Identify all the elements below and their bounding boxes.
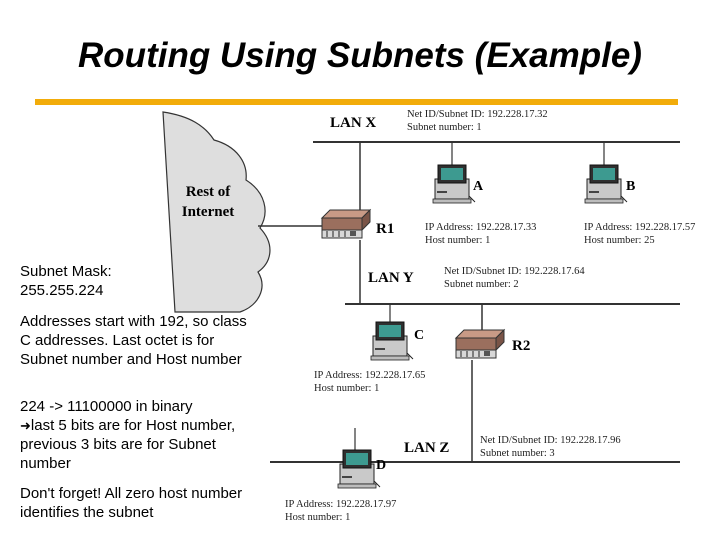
host-c-computer-icon	[370, 321, 414, 361]
zero-host-text: Don't forget! All zero host number ident…	[20, 485, 243, 521]
subnet-mask-value: 255.255.224	[20, 282, 104, 299]
lan-z-name: LAN Z	[404, 440, 449, 456]
right-arrow-icon: ➜	[20, 418, 31, 433]
lan-y-subnet-number: Subnet number: 2	[444, 279, 519, 290]
lan-x-subnet-number: Subnet number: 1	[407, 122, 482, 133]
subnet-mask-label: Subnet Mask:	[20, 263, 112, 280]
binary-line: 224 -> 11100000 in binary	[20, 398, 193, 415]
lan-x-net-id: Net ID/Subnet ID: 192.228.17.32	[407, 109, 548, 120]
router-r2-label: R2	[512, 338, 530, 354]
router-r2-icon	[455, 329, 505, 359]
lan-x-name: LAN X	[330, 115, 376, 131]
host-b-label: B	[626, 179, 635, 194]
router-r1-icon	[321, 209, 371, 239]
binary-note: 224 -> 11100000 in binary ➜last 5 bits a…	[20, 397, 255, 473]
class-c-note: Addresses start with 192, so class C add…	[20, 312, 255, 369]
title-underline	[35, 99, 678, 105]
internet-cloud	[162, 111, 271, 313]
host-d-computer-icon	[337, 449, 381, 489]
cloud-label-line1: Rest of	[186, 184, 232, 200]
cloud-label-line2: Internet	[182, 204, 235, 220]
lan-y-net-id: Net ID/Subnet ID: 192.228.17.64	[444, 266, 585, 277]
subnet-mask-note: Subnet Mask: 255.255.224	[20, 262, 255, 300]
class-c-text: Addresses start with 192, so class C add…	[20, 313, 247, 368]
host-b-ip: IP Address: 192.228.17.57	[584, 222, 695, 233]
binary-explanation: ➜last 5 bits are for Host number, previo…	[20, 416, 255, 473]
lan-y-name: LAN Y	[368, 270, 414, 286]
host-c-host-number: Host number: 1	[314, 383, 379, 394]
host-a-computer-icon	[432, 164, 476, 204]
lan-z-net-id: Net ID/Subnet ID: 192.228.17.96	[480, 435, 621, 446]
host-c-label: C	[414, 328, 424, 343]
host-c-ip: IP Address: 192.228.17.65	[314, 370, 425, 381]
host-d-host-number: Host number: 1	[285, 512, 350, 523]
binary-explanation-text: last 5 bits are for Host number, previou…	[20, 417, 236, 472]
host-a-host-number: Host number: 1	[425, 235, 490, 246]
zero-host-note: Don't forget! All zero host number ident…	[20, 484, 255, 522]
host-b-host-number: Host number: 25	[584, 235, 655, 246]
host-d-ip: IP Address: 192.228.17.97	[285, 499, 396, 510]
host-d-label: D	[376, 458, 386, 473]
lan-z-subnet-number: Subnet number: 3	[480, 448, 555, 459]
host-a-label: A	[473, 179, 484, 194]
host-b-computer-icon	[584, 164, 628, 204]
slide-title: Routing Using Subnets (Example)	[78, 36, 642, 75]
host-a-ip: IP Address: 192.228.17.33	[425, 222, 536, 233]
router-r1-label: R1	[376, 221, 394, 237]
